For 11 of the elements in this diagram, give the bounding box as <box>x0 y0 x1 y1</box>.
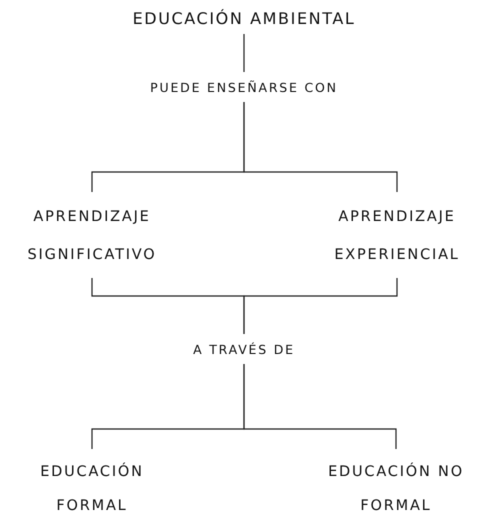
concept-label: APRENDIZAJE SIGNIFICATIVO <box>26 208 158 265</box>
concept-label: EDUCACIÓN AMBIENTAL <box>132 8 356 30</box>
connector-line <box>243 278 398 334</box>
concept-label: APRENDIZAJE EXPERIENCIAL <box>333 208 461 265</box>
concept-label: A TRAVÉS DE <box>192 341 296 359</box>
concept-label: PUEDE ENSEÑARSE CON <box>149 79 339 97</box>
concept-label: EDUCACIÓN FORMAL <box>39 462 145 516</box>
connector-line <box>243 102 398 192</box>
connector-line <box>243 34 245 72</box>
connector-line <box>243 364 397 449</box>
concept-label: EDUCACIÓN NO FORMAL <box>327 462 465 516</box>
